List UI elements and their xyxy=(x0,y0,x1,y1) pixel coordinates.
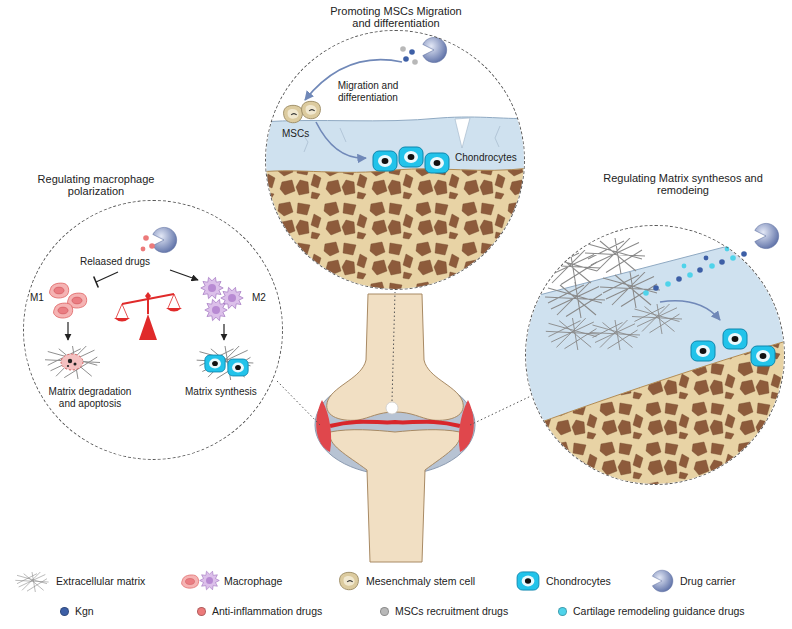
legend-swatch xyxy=(60,607,69,616)
annotation-label: Matrix synthesis xyxy=(185,386,257,398)
legend-swatch xyxy=(380,607,389,616)
leader-lines xyxy=(277,292,531,425)
circle-heading: Regulating macrophage polarization xyxy=(31,173,161,197)
annotation-label: Relaased drugs xyxy=(80,256,150,268)
matrix-remodeling-scene xyxy=(520,223,790,500)
dashed-circle-panel: Regulating macrophage polarization xyxy=(23,200,283,460)
legend-text: Chondrocytes xyxy=(546,575,611,588)
annotation-label: M2 xyxy=(252,292,266,304)
legend-text: Anti-inflammation drugs xyxy=(212,605,322,618)
legend-text: Macrophage xyxy=(224,575,282,588)
legend-text: Drug carrier xyxy=(680,575,735,588)
knee-joint xyxy=(315,294,475,562)
legend-text: Extracellular matrix xyxy=(56,575,145,588)
legend-text: Cartilage remodeling guidance drugs xyxy=(573,605,745,618)
annotation-label: Chondrocytes xyxy=(455,152,517,164)
annotation-label: MSCs xyxy=(282,128,309,140)
macrophage-scene xyxy=(45,227,253,380)
annotation-label: M1 xyxy=(30,292,44,304)
legend-icons xyxy=(15,570,673,592)
annotation-label: Matrix degradation and apoptosis xyxy=(42,386,138,410)
circle-heading: Promoting MSCs Migration and differentia… xyxy=(321,5,471,29)
legend-text: Kgn xyxy=(75,605,94,618)
legend-text: MSCs recruitment drugs xyxy=(395,605,508,618)
legend-swatch xyxy=(197,607,206,616)
dashed-circle-panel: Regulating Matrix synthesos and remodein… xyxy=(525,225,785,485)
legend-text: Mesenchmaly stem cell xyxy=(366,575,475,588)
legend-swatch xyxy=(558,607,567,616)
annotation-label: Migration and differentiation xyxy=(326,80,410,104)
circle-heading: Regulating Matrix synthesos and remodein… xyxy=(603,172,763,196)
cartilage-defect-scene xyxy=(260,37,530,300)
